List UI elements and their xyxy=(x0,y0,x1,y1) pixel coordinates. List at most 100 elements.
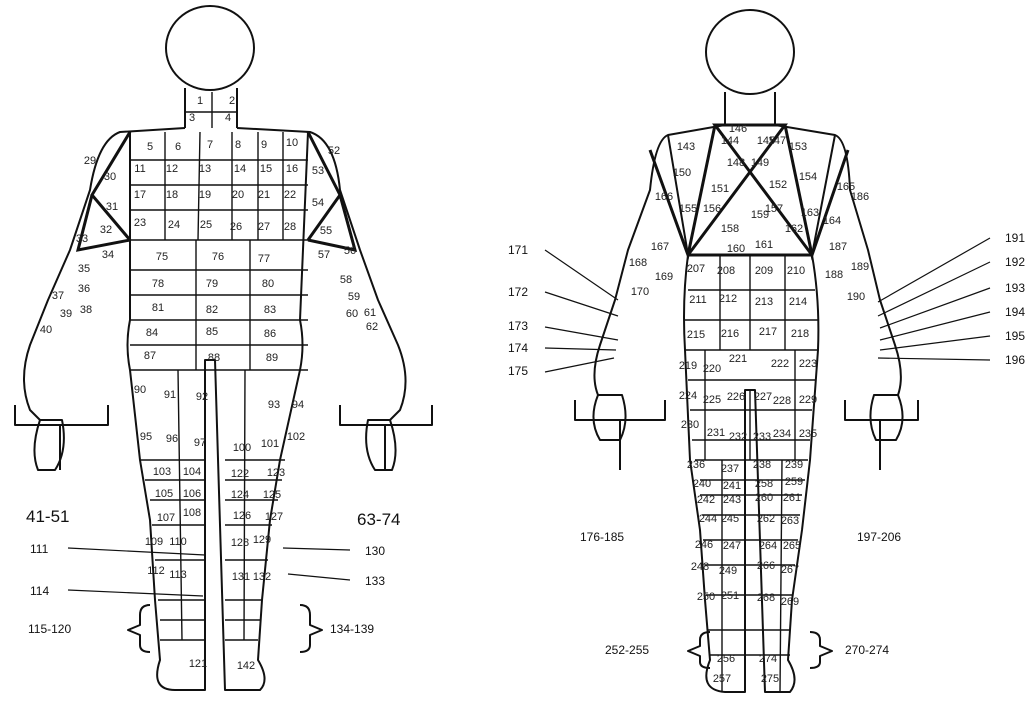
back-segment-label: 219 xyxy=(679,360,697,372)
front-segment-label: 53 xyxy=(312,165,324,177)
front-segment-label: 23 xyxy=(134,217,146,229)
front-segment-label: 89 xyxy=(266,352,278,364)
front-segment-label: 87 xyxy=(144,350,156,362)
front-segment-label: 9 xyxy=(261,139,267,151)
front-segment-label: 37 xyxy=(52,290,64,302)
back-segment-label: 224 xyxy=(679,390,697,402)
front-left-hand-bracket xyxy=(15,405,108,470)
back-segment-label: 247 xyxy=(723,540,741,552)
front-segment-label: 61 xyxy=(364,307,376,319)
back-segment-label: 169 xyxy=(655,271,673,283)
back-segment-label: 217 xyxy=(759,326,777,338)
back-segment-label: 244 xyxy=(699,513,717,525)
front-segment-label: 5 xyxy=(147,141,153,153)
front-segment-label: 18 xyxy=(166,189,178,201)
back-segment-label: 151 xyxy=(711,183,729,195)
front-segment-label: 100 xyxy=(233,442,251,454)
front-segment-label: 106 xyxy=(183,488,201,500)
back-segment-label: 269 xyxy=(781,596,799,608)
front-segment-label: 52 xyxy=(328,145,340,157)
front-segment-label: 122 xyxy=(231,468,249,480)
front-segment-label: 62 xyxy=(366,321,378,333)
back-head xyxy=(706,10,794,94)
back-segment-label: 143 xyxy=(677,141,695,153)
front-segment-label: 12 xyxy=(166,163,178,175)
front-segment-label: 129 xyxy=(253,534,271,546)
front-left-hand-callout: 41-51 xyxy=(26,507,69,526)
back-segment-label: 156 xyxy=(703,203,721,215)
callout-195: 195 xyxy=(1005,329,1025,343)
back-segment-label: 240 xyxy=(693,478,711,490)
front-segment-label: 126 xyxy=(233,510,251,522)
front-segment-label: 97 xyxy=(194,437,206,449)
front-segment-label: 55 xyxy=(320,225,332,237)
front-segment-label: 142 xyxy=(237,660,255,672)
front-segment-label: 102 xyxy=(287,431,305,443)
back-segment-label: 275 xyxy=(761,673,779,685)
back-segment-label: 148 xyxy=(727,157,745,169)
back-segment-label: 146 xyxy=(729,123,747,135)
callout-175: 175 xyxy=(508,364,528,378)
front-segment-label: 91 xyxy=(164,389,176,401)
front-segment-label: 124 xyxy=(231,489,249,501)
front-segment-label: 17 xyxy=(134,189,146,201)
back-segment-label: 248 xyxy=(691,561,709,573)
front-segment-label: 83 xyxy=(264,304,276,316)
back-segment-label: 160 xyxy=(727,243,745,255)
back-segment-label: 164 xyxy=(823,215,841,227)
front-segment-label: 39 xyxy=(60,308,72,320)
front-head xyxy=(166,6,254,90)
back-segment-label: 264 xyxy=(759,540,777,552)
back-segment-label: 263 xyxy=(781,515,799,527)
back-segment-label: 245 xyxy=(721,513,739,525)
front-segment-label: 101 xyxy=(261,438,279,450)
callout-192: 192 xyxy=(1005,255,1025,269)
front-segment-label: 7 xyxy=(207,139,213,151)
front-segment-label: 77 xyxy=(258,253,270,265)
back-segment-label: 155 xyxy=(679,203,697,215)
front-segment-label: 34 xyxy=(102,249,114,261)
back-segment-label: 162 xyxy=(785,223,803,235)
back-segment-label: 234 xyxy=(773,428,791,440)
front-segment-label: 105 xyxy=(155,488,173,500)
callout-171: 171 xyxy=(508,243,528,257)
front-segment-label: 35 xyxy=(78,263,90,275)
front-segment-label: 79 xyxy=(206,278,218,290)
back-segment-label: 188 xyxy=(825,269,843,281)
back-segment-label: 257 xyxy=(713,673,731,685)
front-segment-label: 96 xyxy=(166,433,178,445)
front-segment-label: 123 xyxy=(267,467,285,479)
front-segment-label: 22 xyxy=(284,189,296,201)
front-segment-label: 20 xyxy=(232,189,244,201)
front-segment-label: 30 xyxy=(104,171,116,183)
back-segment-label: 159 xyxy=(751,209,769,221)
front-segment-label: 28 xyxy=(284,221,296,233)
front-segment-label: 104 xyxy=(183,466,201,478)
back-segment-label: 170 xyxy=(631,286,649,298)
back-segment-label: 210 xyxy=(787,265,805,277)
front-body-outline xyxy=(128,132,309,690)
front-segment-label: 103 xyxy=(153,466,171,478)
front-segment-label: 27 xyxy=(258,221,270,233)
back-segment-label: 166 xyxy=(655,191,673,203)
back-neck xyxy=(725,92,775,125)
back-segment-label: 154 xyxy=(799,171,817,183)
front-segment-label: 107 xyxy=(157,512,175,524)
back-segment-label: 266 xyxy=(757,560,775,572)
front-right-hand-callout: 63-74 xyxy=(357,510,400,529)
back-segment-label: 233 xyxy=(753,431,771,443)
front-segment-label: 80 xyxy=(262,278,274,290)
front-segment-label: 84 xyxy=(146,327,158,339)
back-segment-label: 212 xyxy=(719,293,737,305)
front-segment-label: 121 xyxy=(189,658,207,670)
front-segment-label: 3 xyxy=(189,112,195,124)
back-segment-label: 207 xyxy=(687,263,705,275)
front-segment-label: 93 xyxy=(268,399,280,411)
back-segment-label: 222 xyxy=(771,358,789,370)
front-segment-label: 8 xyxy=(235,139,241,151)
front-segment-label: 113 xyxy=(169,569,187,581)
front-segment-label: 60 xyxy=(346,308,358,320)
front-segment-label: 4 xyxy=(225,112,231,124)
front-segment-label: 40 xyxy=(40,324,52,336)
back-right-hand-callout: 197-206 xyxy=(857,530,901,544)
